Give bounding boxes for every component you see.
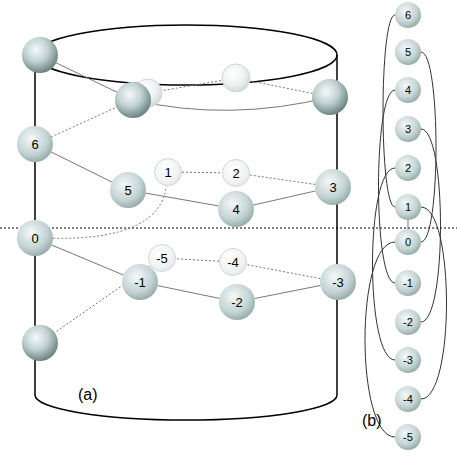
sphere-number: -4: [403, 394, 413, 405]
sphere-number: -3: [403, 355, 413, 366]
sphere-node: -3: [395, 347, 421, 373]
sphere-number: 1: [405, 202, 411, 213]
sphere-node: -2: [219, 284, 255, 320]
sphere-node: 4: [218, 191, 254, 227]
sphere-number: -3: [332, 276, 344, 289]
sphere-number: -2: [231, 296, 243, 309]
sphere-node: 6: [395, 2, 421, 28]
helix-line: [158, 286, 220, 299]
neighbor-arc: [421, 52, 436, 242]
sphere-node: 0: [17, 220, 53, 256]
sphere-number: -4: [227, 256, 239, 269]
sphere-node: 0: [395, 229, 421, 255]
sphere-node: 2: [395, 155, 421, 181]
sphere-number: 5: [124, 184, 131, 197]
neighbor-arc: [421, 129, 441, 322]
sphere-number: 4: [232, 203, 239, 216]
sphere-number: 6: [31, 138, 38, 151]
helix-line: [52, 245, 124, 275]
sphere-number: 0: [405, 237, 411, 248]
sphere-node: 5: [110, 172, 146, 208]
helix-line: [247, 265, 321, 279]
sphere-node: -4: [395, 386, 421, 412]
sphere-node: 3: [315, 169, 351, 205]
sphere-node: -4: [219, 248, 247, 276]
sphere-number: 2: [405, 163, 411, 174]
neighbor-arc: [383, 15, 395, 207]
sphere-number: 5: [405, 47, 411, 58]
sphere-number: -1: [134, 276, 146, 289]
sphere-node: 2: [222, 159, 250, 187]
sphere-node: -2: [395, 309, 421, 335]
neighbor-arc: [421, 207, 447, 399]
sphere-node: -1: [395, 270, 421, 296]
sphere-number: -1: [403, 278, 413, 289]
sphere-number: -5: [156, 252, 168, 265]
sphere-node: 4: [395, 77, 421, 103]
helix-line: [250, 175, 315, 184]
helix-line: [146, 193, 219, 206]
sphere-number: 2: [232, 167, 239, 180]
sphere-node: 5: [395, 39, 421, 65]
sphere-node: 3: [395, 116, 421, 142]
sphere-number: 6: [405, 10, 411, 21]
neighbor-arc: [373, 168, 396, 360]
sphere-number: -2: [403, 317, 413, 328]
sphere-number: 0: [31, 232, 38, 245]
sphere-node: -5: [395, 424, 421, 450]
helix-line: [255, 285, 321, 298]
helix-line: [51, 152, 112, 182]
sphere-node: -3: [320, 264, 356, 300]
helix-line: [254, 191, 316, 205]
panel-label: (b): [362, 412, 382, 430]
sphere-node: 1: [154, 158, 182, 186]
sphere-node: 6: [17, 126, 53, 162]
sphere-node: 1: [395, 194, 421, 220]
sphere-number: 3: [405, 124, 411, 135]
helix-line: [408, 220, 409, 229]
sphere-number: 3: [329, 181, 336, 194]
sphere-node: -1: [122, 264, 158, 300]
sphere-number: 1: [164, 166, 171, 179]
panel-label: (a): [78, 386, 98, 404]
helix-line: [176, 259, 219, 261]
sphere-number: 4: [405, 85, 411, 96]
helix-line: [182, 172, 222, 174]
sphere-number: -5: [403, 432, 413, 443]
